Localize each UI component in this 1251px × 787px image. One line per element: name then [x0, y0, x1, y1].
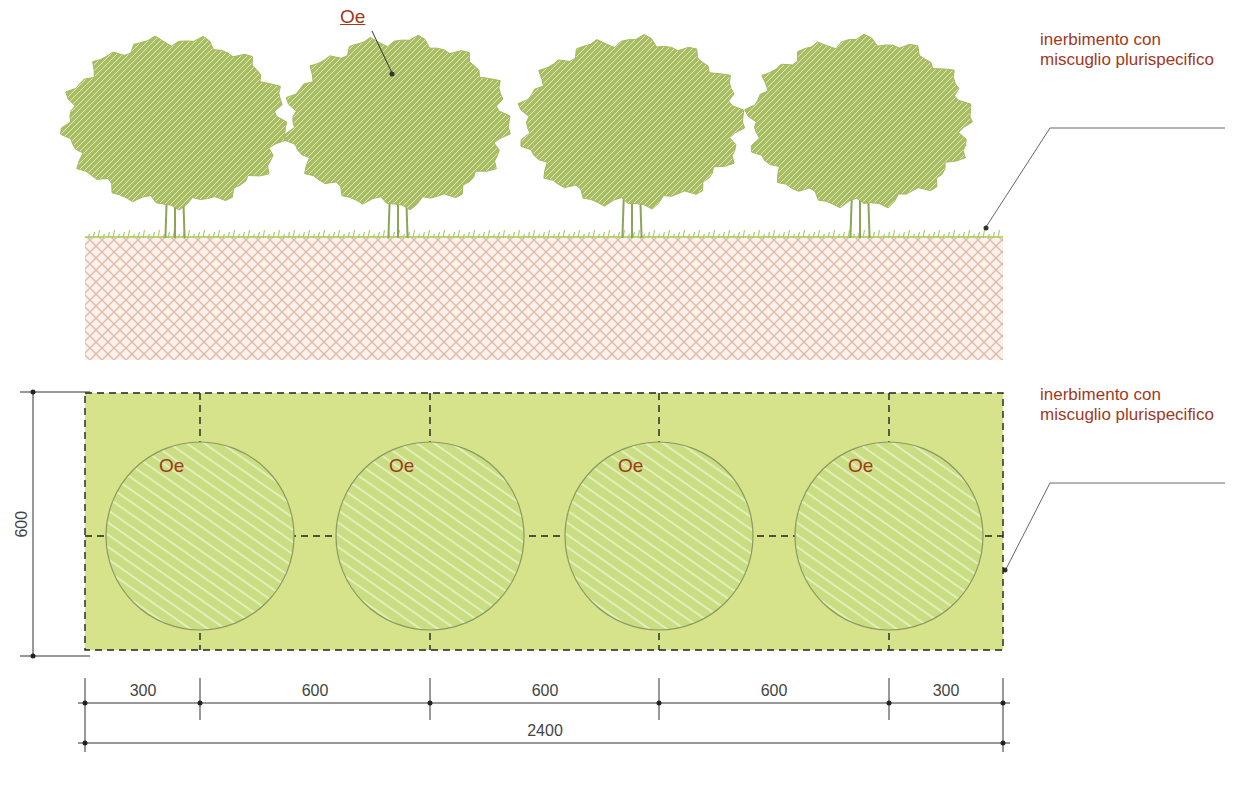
- circle-outline: [105, 441, 295, 631]
- leader-line: [372, 31, 392, 73]
- plant-code: Oe: [618, 455, 643, 477]
- note-label: inerbimento con miscuglio plurispecifico: [1040, 30, 1218, 69]
- grass-line: [85, 230, 1003, 238]
- leader-line: [1006, 483, 1225, 569]
- leader-line: [986, 128, 1225, 227]
- dimension-value: 600: [300, 682, 331, 700]
- dimension-value: 300: [931, 682, 962, 700]
- plant-code: Oe: [340, 6, 365, 28]
- dimension-value: 2400: [525, 722, 565, 740]
- circle-outline: [335, 441, 525, 631]
- leader-dot: [984, 226, 989, 231]
- lawn-area: [85, 393, 1003, 650]
- dimension-dots: [31, 390, 1006, 746]
- tree-canopy-circle: Oe: [564, 441, 754, 631]
- plant-code: Oe: [389, 455, 414, 477]
- circle-outline: [564, 441, 754, 631]
- tree-canopy-circle: Oe: [794, 441, 984, 631]
- leader-dot: [390, 72, 395, 77]
- tree-canopy-circle: Oe: [335, 441, 525, 631]
- dimension-value: 300: [128, 682, 159, 700]
- soil-band: [85, 238, 1003, 360]
- plant-code: Oe: [848, 455, 873, 477]
- dimension-lines: [20, 392, 1010, 752]
- tree-elevations: [61, 34, 973, 238]
- plant-code: Oe: [159, 455, 184, 477]
- dimension-value: 600: [530, 682, 561, 700]
- tree-canopy-circle: Oe: [105, 441, 295, 631]
- circle-outline: [794, 441, 984, 631]
- dimension-value: 600: [759, 682, 790, 700]
- grid-lines: [85, 393, 1003, 650]
- dimension-value: 600: [13, 511, 31, 538]
- note-label: inerbimento con miscuglio plurispecifico: [1040, 385, 1218, 424]
